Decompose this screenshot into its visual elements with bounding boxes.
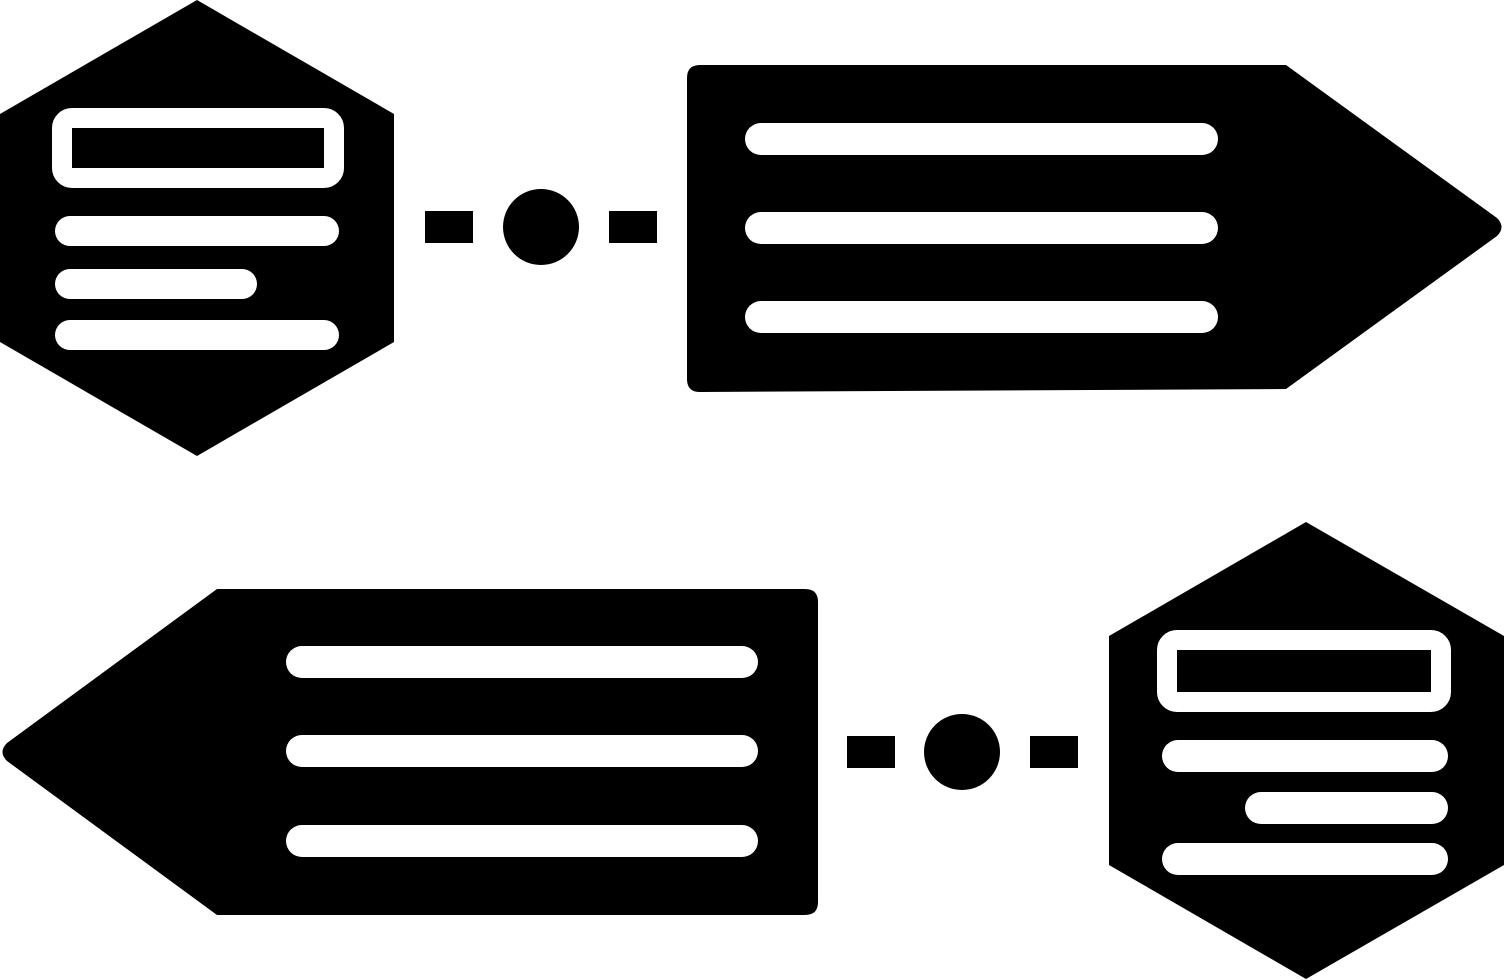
arrow-left-card-icon (2, 589, 818, 915)
doc-line-3 (1162, 843, 1448, 875)
dashed-connector-icon-top (425, 189, 657, 265)
doc-line-2 (55, 269, 257, 299)
doc-line-2 (1245, 792, 1448, 824)
connector-dash-right (1030, 736, 1078, 768)
doc-header-box (52, 108, 344, 188)
circle-node-icon (924, 714, 1000, 790)
hexagon-document-icon-top-left (0, 0, 394, 456)
circle-node-icon (503, 189, 579, 265)
card-line-1 (745, 123, 1218, 155)
doc-line-3 (55, 320, 339, 350)
top-row (0, 0, 1502, 456)
connector-dash-left (847, 736, 895, 768)
doc-line-1 (55, 216, 339, 246)
card-line-2 (745, 212, 1218, 244)
arrow-right-card-icon (687, 65, 1502, 392)
connector-dash-left (425, 211, 473, 243)
doc-line-1 (1162, 740, 1448, 772)
dashed-connector-icon-bottom (847, 714, 1078, 790)
connector-dash-right (609, 211, 657, 243)
card-line-3 (745, 301, 1218, 333)
bottom-row (2, 522, 1504, 979)
card-line-3 (286, 825, 758, 857)
card-line-1 (286, 646, 758, 678)
doc-header-box (1157, 630, 1451, 712)
hexagon-document-icon-bottom-right (1109, 522, 1504, 979)
doc-header-bar (80, 135, 316, 160)
doc-header-bar (1186, 659, 1424, 684)
card-line-2 (286, 735, 758, 767)
